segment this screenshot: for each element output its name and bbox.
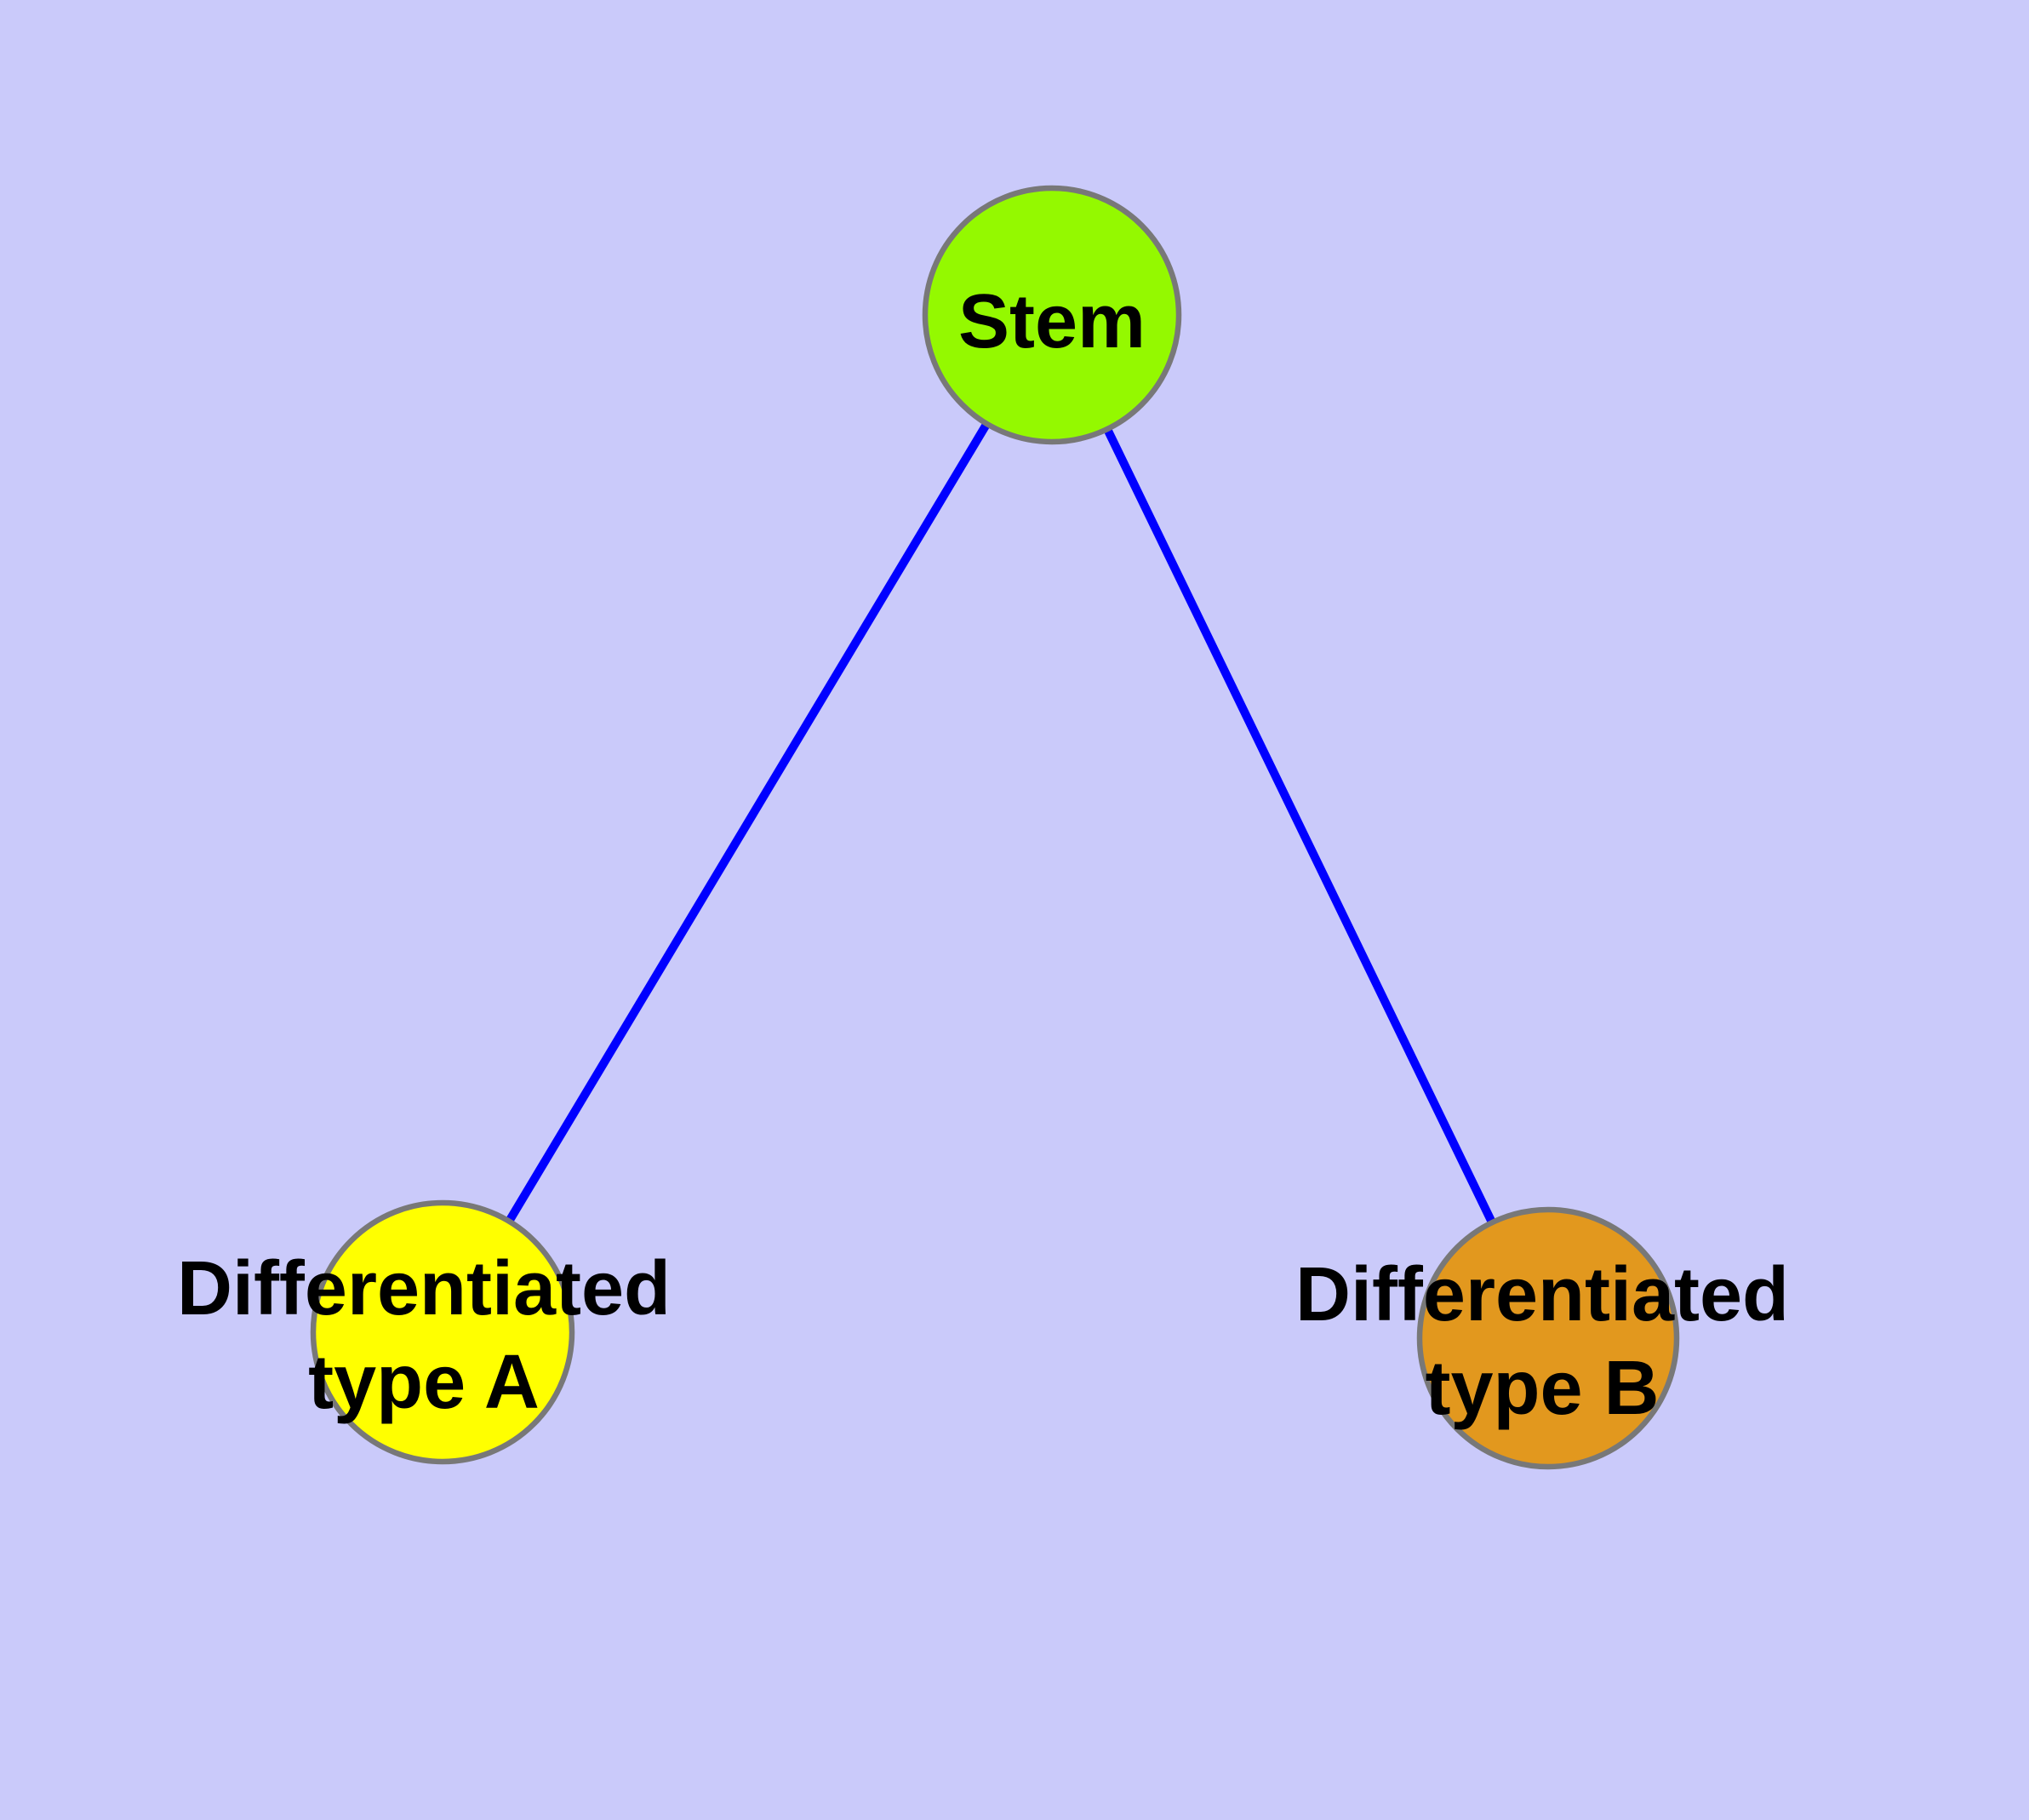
node-stem [922, 185, 1182, 445]
node-type-b-label-line1: Differentiated [1295, 1252, 1789, 1337]
node-type-b-label-line2: type B [1425, 1346, 1659, 1431]
edge-stem-to-type-b [1048, 312, 1552, 1341]
node-differentiated-type-a [310, 1199, 575, 1465]
edge-stem-to-type-a [438, 312, 1056, 1335]
node-type-a-label-line1: Differentiated [177, 1246, 671, 1331]
node-differentiated-type-b [1416, 1206, 1680, 1470]
node-type-a-label-line2: type A [308, 1340, 540, 1425]
node-stem-label: Stem [958, 279, 1146, 364]
